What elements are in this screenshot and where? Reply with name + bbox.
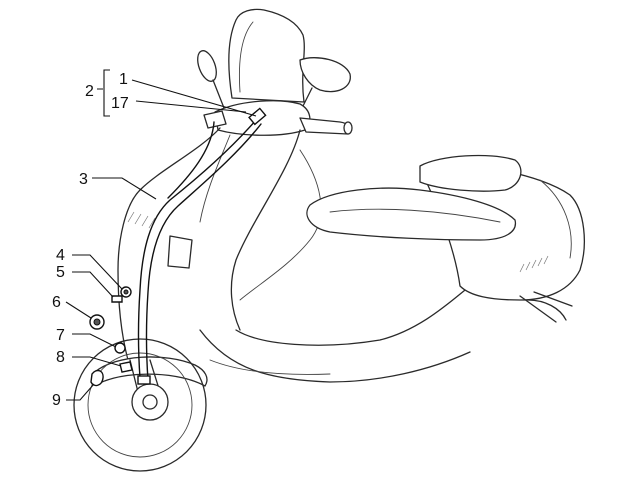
front-tyre [73, 338, 207, 472]
callout-1: 1 [119, 71, 128, 88]
leader-7 [72, 333, 117, 348]
leader-lines [65, 69, 257, 401]
bolt-part-4-head [123, 289, 129, 295]
front-rim [87, 352, 193, 458]
right-mirror-stem [301, 87, 313, 109]
left-mirror [197, 50, 217, 82]
leader-9 [66, 383, 95, 401]
callout-2: 2 [85, 83, 94, 100]
body-nose-line [199, 134, 231, 223]
callout-3: 3 [79, 171, 88, 188]
right-grip-end [343, 121, 353, 135]
callout-17: 17 [111, 95, 129, 112]
floorboard-bottom [199, 329, 471, 383]
seat-seam [329, 208, 501, 223]
clamp-part-8 [119, 361, 133, 373]
body-mid-line [239, 149, 322, 301]
seat [306, 187, 517, 241]
right-mirror [299, 57, 351, 93]
rear-stand [519, 291, 573, 323]
front-hub [131, 383, 169, 421]
leg-shield-left-edge [117, 127, 221, 361]
leader-6 [65, 301, 92, 319]
scooter-outline [73, 8, 585, 472]
leader-3 [92, 177, 157, 200]
leader-1 [131, 79, 257, 117]
leader-8 [72, 356, 122, 367]
leg-shield-right-edge [230, 129, 301, 331]
floorboard-top [235, 285, 471, 346]
nut-part-6-hole [93, 318, 101, 326]
speedometer-cable [137, 107, 267, 385]
clip-part-9 [90, 369, 104, 387]
rear-body-vents [519, 255, 549, 273]
rear-body-trim [539, 179, 572, 259]
callout-8: 8 [56, 349, 65, 366]
floorboard-side [209, 359, 331, 375]
callout-5: 5 [56, 264, 65, 281]
windscreen-edge [239, 21, 254, 93]
screw-part-5 [111, 295, 123, 303]
leader-4 [72, 254, 123, 290]
left-mirror-stem [212, 79, 225, 109]
seat-backrest [419, 154, 522, 192]
leader-5 [72, 271, 114, 298]
shield-logo-marks [127, 211, 156, 229]
front-axle [142, 394, 158, 410]
windscreen [228, 8, 305, 103]
left-grip [203, 110, 227, 129]
rear-wheel-hint [527, 299, 567, 321]
callout-9: 9 [52, 392, 61, 409]
callout-labels: 2 1 17 3 4 5 6 7 8 9 [52, 71, 129, 409]
callout-6: 6 [52, 294, 61, 311]
callout-7: 7 [56, 327, 65, 344]
right-grip [299, 117, 351, 135]
shield-panel [167, 235, 193, 269]
secondary-cable [167, 121, 215, 199]
bolt-part-7 [114, 342, 126, 354]
leader-17 [135, 100, 247, 113]
cable-line-outer [137, 119, 257, 379]
cable-lower-connector [137, 375, 151, 385]
cable-line-inner [145, 123, 262, 381]
callout-4: 4 [56, 247, 65, 264]
bracket-group-2 [97, 69, 110, 117]
cable-upper-connector [248, 107, 267, 126]
